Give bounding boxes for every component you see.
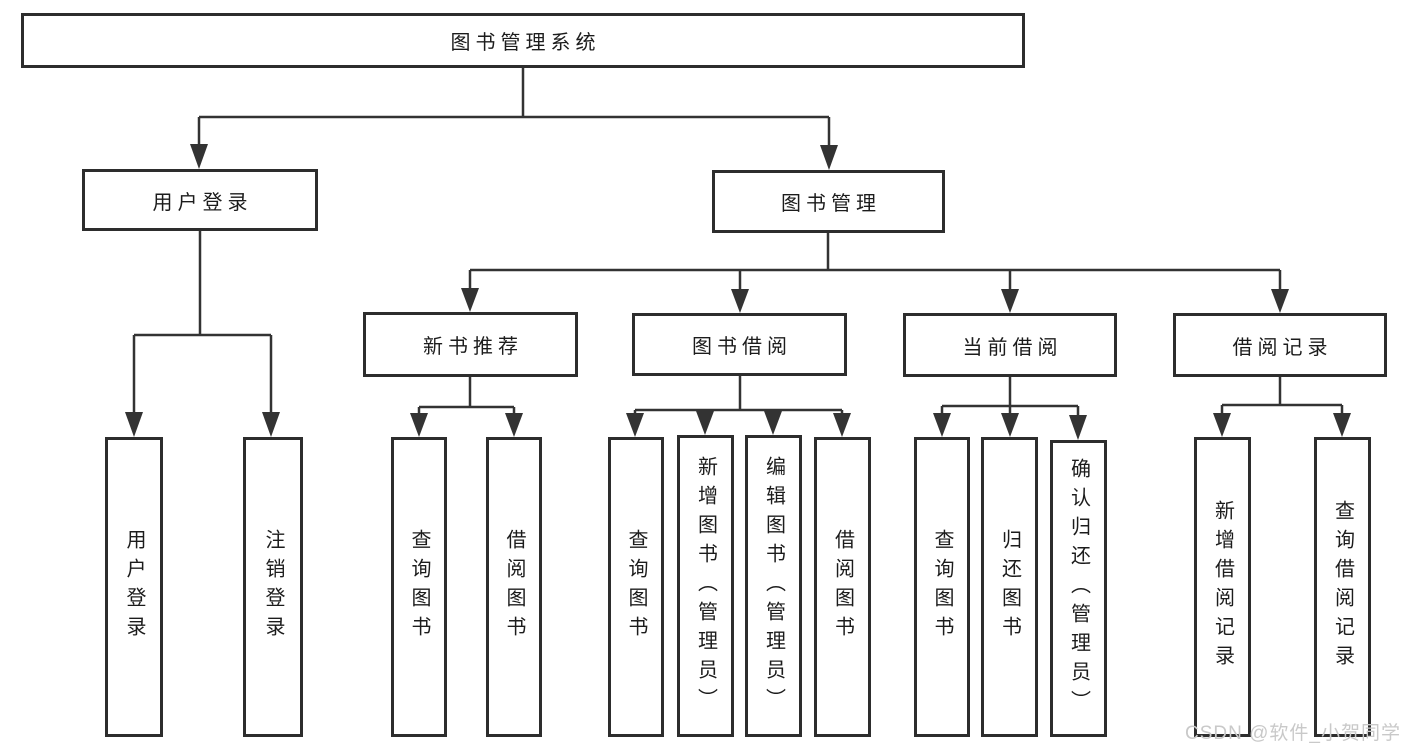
node-label: 查询图书 [931, 529, 953, 645]
node-query-books: 查询图书 [391, 437, 447, 737]
node-add-books-admin: 新增图书（管理员） [677, 435, 734, 737]
node-label: 新书推荐 [423, 336, 523, 358]
node-return-books: 归还图书 [981, 437, 1038, 737]
node-user-login-group: 用户登录 [82, 169, 318, 231]
node-label: 图书管理 [781, 193, 881, 215]
node-label: 用户登录 [123, 529, 145, 645]
node-label: 借阅图书 [503, 529, 525, 645]
node-label: 归还图书 [998, 529, 1021, 645]
node-user-login: 用户登录 [105, 437, 163, 737]
node-label: 借阅记录 [1232, 336, 1333, 359]
node-label: 编辑图书（管理员） [762, 455, 785, 717]
node-add-borrow-record: 新增借阅记录 [1194, 437, 1251, 737]
node-query-books: 查询图书 [914, 437, 970, 737]
node-label: 借阅图书 [831, 529, 854, 645]
node-borrow-books: 借阅图书 [814, 437, 871, 737]
node-label: 查询图书 [625, 529, 647, 645]
node-label: 新增借阅记录 [1211, 500, 1234, 674]
node-query-borrow-record: 查询借阅记录 [1314, 437, 1371, 737]
watermark: CSDN @软件_小贺同学 [1185, 723, 1401, 744]
node-query-books: 查询图书 [608, 437, 664, 737]
node-confirm-return-admin: 确认归还（管理员） [1050, 440, 1107, 737]
node-edit-books-admin: 编辑图书（管理员） [745, 435, 802, 737]
node-label: 图书管理系统 [450, 32, 601, 54]
node-label: 查询借阅记录 [1331, 500, 1354, 674]
node-current-borrowing: 当前借阅 [903, 313, 1117, 377]
node-root-system: 图书管理系统 [21, 13, 1025, 68]
node-borrow-books: 借阅图书 [486, 437, 542, 737]
node-borrow-records: 借阅记录 [1173, 313, 1387, 377]
node-new-book-recommend: 新书推荐 [363, 312, 578, 377]
node-logout: 注销登录 [243, 437, 303, 737]
node-label: 注销登录 [262, 529, 284, 645]
node-book-management: 图书管理 [712, 170, 945, 233]
node-label: 查询图书 [408, 529, 430, 645]
node-label: 当前借阅 [962, 336, 1063, 359]
node-label: 确认归还（管理员） [1067, 458, 1090, 719]
node-label: 新增图书（管理员） [694, 455, 717, 717]
node-label: 用户登录 [152, 191, 253, 214]
node-book-borrowing: 图书借阅 [632, 313, 847, 376]
node-label: 图书借阅 [692, 336, 792, 358]
